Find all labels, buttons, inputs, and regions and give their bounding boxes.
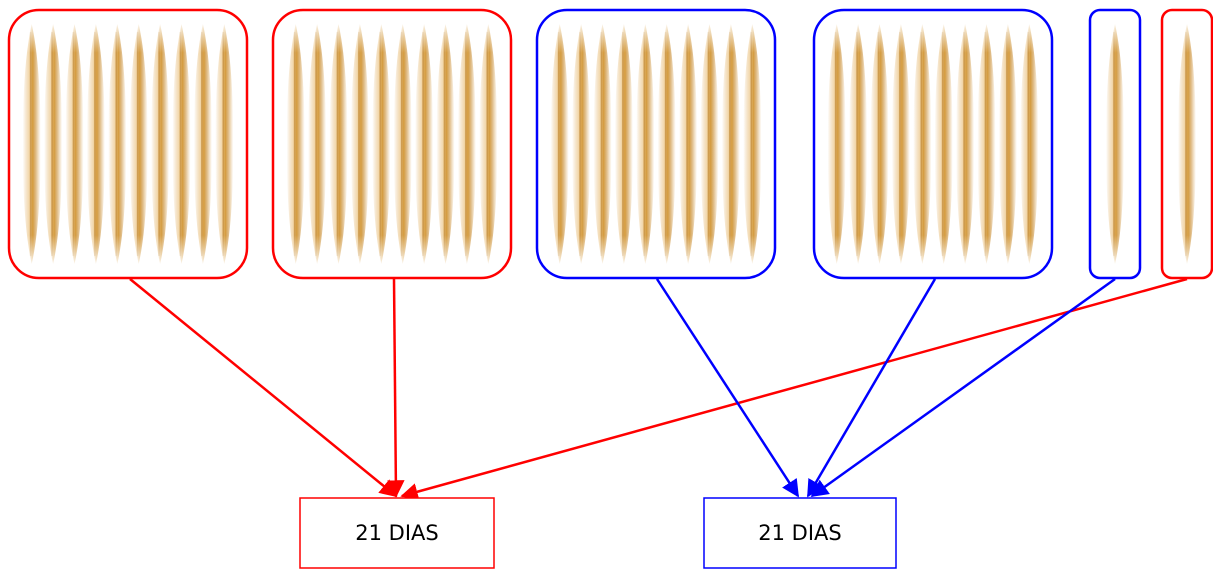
toothpick bbox=[934, 24, 953, 264]
group-a-pack-2 bbox=[271, 8, 513, 280]
group-a-arrow-1 bbox=[129, 278, 398, 498]
toothpick bbox=[679, 24, 698, 264]
toothpick bbox=[415, 24, 434, 264]
toothpick bbox=[86, 24, 105, 264]
toothpick bbox=[350, 24, 369, 264]
group-b-pack-3 bbox=[1088, 8, 1142, 280]
toothpick bbox=[743, 24, 762, 264]
results-layer: 21 DIAS 21 DIAS bbox=[299, 497, 897, 569]
toothpick bbox=[1178, 24, 1196, 264]
group-b-result-label: 21 DIAS bbox=[758, 521, 841, 545]
group-a-pack-3 bbox=[1160, 8, 1213, 280]
toothpick bbox=[870, 24, 889, 264]
group-a-result-label: 21 DIAS bbox=[355, 521, 438, 545]
toothpick bbox=[977, 24, 996, 264]
group-a-arrow-3 bbox=[400, 277, 1188, 501]
group-b-result-box: 21 DIAS bbox=[703, 497, 897, 569]
group-b-pack-1 bbox=[535, 8, 777, 280]
toothpick bbox=[151, 24, 170, 264]
toothpick bbox=[636, 24, 655, 264]
toothpick bbox=[913, 24, 932, 264]
toothpick bbox=[657, 24, 676, 264]
group-a-pack-1 bbox=[7, 8, 249, 280]
toothpick bbox=[436, 24, 455, 264]
toothpick bbox=[998, 24, 1017, 264]
group-b-arrow-4 bbox=[655, 278, 800, 498]
toothpick bbox=[22, 24, 41, 264]
toothpick bbox=[700, 24, 719, 264]
toothpick bbox=[457, 24, 476, 264]
group-a-arrow-2 bbox=[387, 278, 405, 498]
toothpick bbox=[172, 24, 191, 264]
toothpick bbox=[479, 24, 498, 264]
toothpick bbox=[65, 24, 84, 264]
group-b-arrow-5 bbox=[806, 278, 937, 498]
toothpick bbox=[44, 24, 63, 264]
toothpick bbox=[129, 24, 148, 264]
toothpick bbox=[393, 24, 412, 264]
toothpick bbox=[593, 24, 612, 264]
group-b-arrow-6 bbox=[810, 277, 1116, 498]
toothpick bbox=[329, 24, 348, 264]
group-a-result-box: 21 DIAS bbox=[299, 497, 495, 569]
toothpick bbox=[286, 24, 305, 264]
toothpick bbox=[108, 24, 127, 264]
packs-layer bbox=[7, 8, 1213, 280]
toothpick bbox=[1106, 24, 1124, 264]
arrows-layer bbox=[129, 277, 1188, 501]
toothpick bbox=[849, 24, 868, 264]
toothpick bbox=[193, 24, 212, 264]
toothpick bbox=[956, 24, 975, 264]
toothpick bbox=[1020, 24, 1039, 264]
toothpick bbox=[827, 24, 846, 264]
toothpick bbox=[215, 24, 234, 264]
toothpick bbox=[614, 24, 633, 264]
toothpick bbox=[550, 24, 569, 264]
toothpick bbox=[572, 24, 591, 264]
toothpick bbox=[372, 24, 391, 264]
group-b-pack-2 bbox=[812, 8, 1054, 280]
toothpick bbox=[721, 24, 740, 264]
toothpick bbox=[308, 24, 327, 264]
toothpick bbox=[891, 24, 910, 264]
